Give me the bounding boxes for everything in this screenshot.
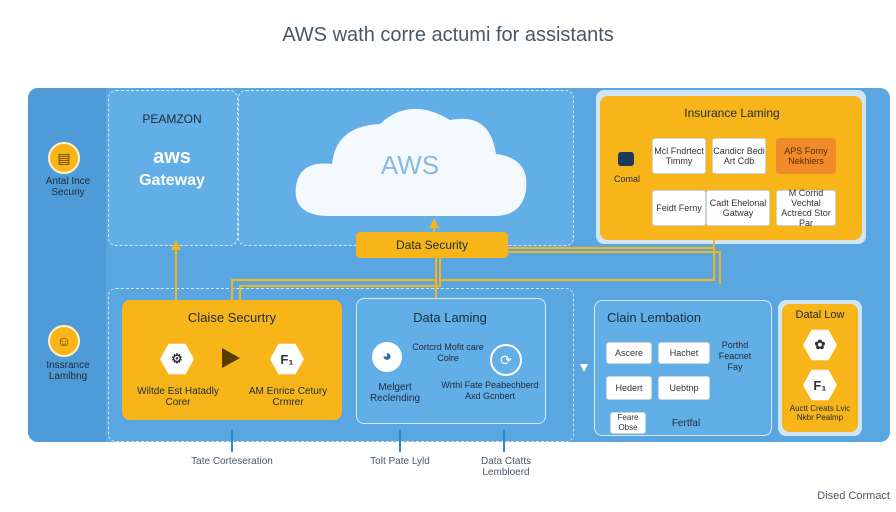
clause-security-title: Claise Securtry	[187, 310, 277, 325]
insurance-side-icon	[618, 152, 634, 166]
bottom-label-3: Data Ctatts Lembloerd	[480, 456, 532, 478]
clause-left-label: Wiltde Est Hatadly Corer	[137, 386, 219, 408]
claim-box-1: Ascere	[606, 342, 652, 364]
claim-title: Clain Lembation	[607, 310, 701, 325]
data-laming-left-label: Melgert Reclending	[369, 382, 421, 404]
gear-circle-icon: ⟳	[490, 344, 522, 376]
bottom-label-1: Tate Corteseration	[191, 456, 273, 467]
clause-right-label: AM Enrice Cetury Crmrer	[248, 386, 328, 408]
footer-label: Dised Cormact	[817, 490, 890, 502]
arrow-right-icon	[222, 348, 240, 368]
data-low-glyph: F₁	[803, 369, 837, 401]
data-low-label: Auctt Creats Lvic Nkbr Pealmp	[789, 404, 851, 422]
data-laming-center-text: Cortcrd Mofit care Colre	[412, 342, 484, 363]
card-icon: ▤	[48, 142, 80, 174]
claim-box-3: Hedert	[606, 376, 652, 400]
left-item-1-label: Antal Ince Securiy	[45, 176, 91, 198]
claim-box-4: Uebtnp	[658, 376, 710, 400]
aws-brand-label: PEAMZON	[142, 112, 202, 126]
data-low-icon-1: ✿	[803, 329, 837, 361]
claim-side-2: Fertfal	[671, 418, 701, 429]
insurance-box-4: Feidt Ferny	[652, 190, 706, 226]
data-low-panel	[782, 304, 858, 432]
aws-logo: aws	[153, 146, 191, 168]
bottom-group-outline	[108, 288, 574, 442]
claim-side-1: Porthd Feacnet Fay	[718, 340, 752, 372]
cloud-label: AWS	[380, 150, 440, 180]
data-security-bar: Data Security	[356, 232, 508, 258]
insurance-box-6: M Corrid Vechtal Actrecd Stor Par	[776, 188, 836, 228]
insurance-box-5: Cadt Ehelonal Gatway	[706, 190, 770, 226]
claim-box-5: Feare Obse	[610, 412, 646, 434]
claim-box-2: Hachet	[658, 342, 710, 364]
aws-gateway-panel	[108, 90, 238, 246]
person-icon: ☺	[48, 325, 80, 357]
insurance-title: Insurance Laming	[684, 106, 780, 120]
insurance-box-2: Candicr Bedi Art Cdb	[712, 138, 766, 174]
gateway-label: Gateway	[139, 172, 205, 189]
left-item-2-label: Inssrance Lamlbng	[46, 360, 90, 382]
insurance-side-label: Comal	[613, 174, 640, 184]
diagram-title: AWS wath corre actumi for assistants	[282, 24, 614, 46]
data-low-title: Datal Low	[795, 309, 845, 321]
chart-circle-icon: ◕	[372, 342, 402, 372]
insurance-box-3: APS Forny Nekhiers	[776, 138, 836, 174]
data-laming-right-label: Wrthl Fate Peabechberd Axd Gcnbert	[441, 380, 539, 401]
cloud-shape	[295, 108, 527, 216]
bottom-label-2: Tolt Pate Lyld	[370, 456, 430, 467]
insurance-box-1: Mcl Fndrtect Timmy	[652, 138, 706, 174]
data-laming-title: Data Laming	[413, 310, 487, 325]
